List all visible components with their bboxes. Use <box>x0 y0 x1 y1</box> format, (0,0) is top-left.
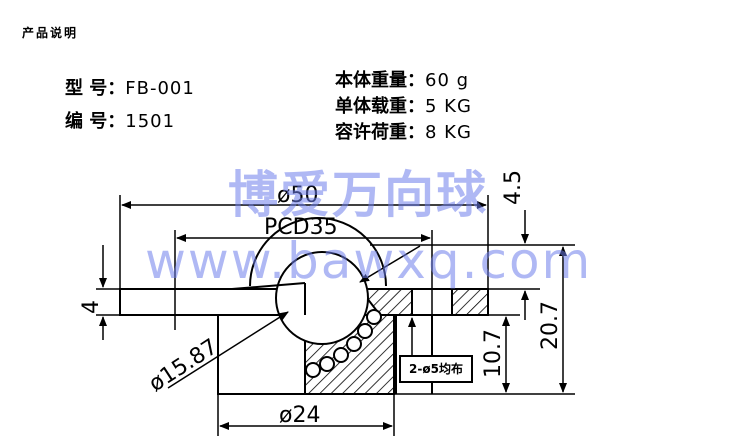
spec-load-allow: 容许荷重：8 KG <box>335 118 472 144</box>
flange-hatch-right <box>451 288 489 316</box>
spec-model-value: FB-001 <box>125 78 195 99</box>
spec-load-allow-label: 容许荷重： <box>335 122 425 143</box>
dim-ball-dia: ø15.87 <box>145 334 223 397</box>
spec-model-label: 型 号： <box>65 78 126 99</box>
dim-ball-protrude: 4.5 <box>501 170 526 205</box>
dim-outer-dia: ø50 <box>277 183 318 208</box>
spec-code: 编 号：1501 <box>65 107 175 133</box>
spec-load-single-value: 5 KG <box>425 96 472 117</box>
spec-weight-value: 60 g <box>425 70 470 91</box>
dim-flange-thk: 4 <box>79 300 104 314</box>
dim-total-height: 20.7 <box>538 301 563 350</box>
dim-base-dia: ø24 <box>279 403 320 428</box>
dim-pcd: PCD35 <box>264 215 338 240</box>
ball <box>275 251 369 345</box>
spec-model: 型 号：FB-001 <box>65 74 195 100</box>
dim-base-height: 10.7 <box>481 329 506 378</box>
spec-load-allow-value: 8 KG <box>425 122 472 143</box>
spec-weight: 本体重量：60 g <box>335 66 469 92</box>
hole-note: 2-ø5均布 <box>399 355 473 383</box>
section-title: 产品说明 <box>22 26 79 40</box>
spec-code-label: 编 号： <box>65 111 126 132</box>
spec-load-single: 单体载重：5 KG <box>335 92 472 118</box>
spec-code-value: 1501 <box>125 111 176 132</box>
flange-hatch-mid <box>357 288 413 316</box>
spec-load-single-label: 单体载重： <box>335 96 425 117</box>
spec-weight-label: 本体重量： <box>335 70 425 91</box>
